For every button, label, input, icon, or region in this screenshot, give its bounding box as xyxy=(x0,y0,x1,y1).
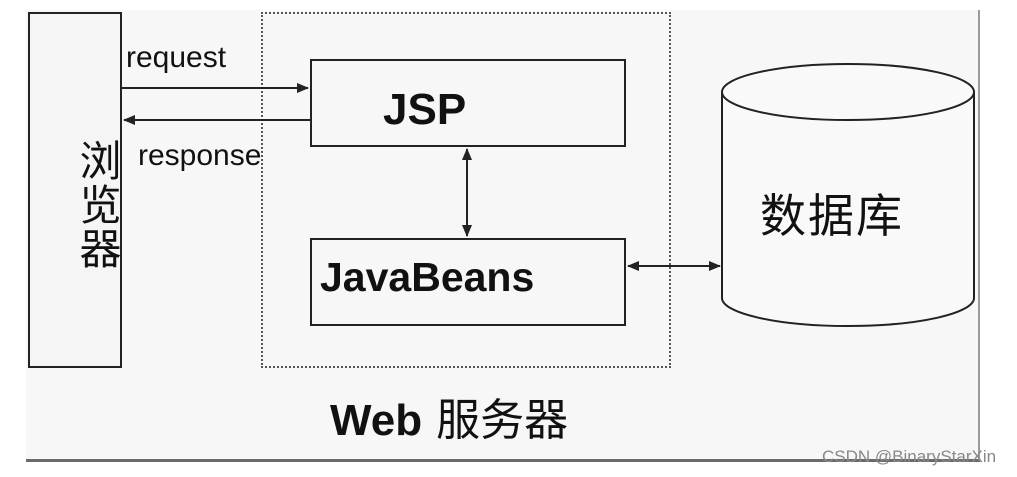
jsp-label: JSP xyxy=(383,85,467,134)
javabeans-label: JavaBeans xyxy=(320,254,535,300)
browser-node xyxy=(28,12,122,368)
javabeans-node xyxy=(310,238,626,326)
browser-label: 浏览器 xyxy=(73,139,122,271)
jsp-node xyxy=(310,59,626,147)
web-server-label-latin: Web xyxy=(330,396,423,445)
web-server-label-cjk: 服务器 xyxy=(436,395,569,446)
web-server-container xyxy=(261,12,671,368)
database-node xyxy=(721,63,975,327)
response-edge-label: response xyxy=(138,139,262,172)
database-label: 数据库 xyxy=(760,189,904,243)
web-server-label: Web 服务器 xyxy=(330,394,568,448)
csdn-watermark: CSDN @BinaryStarXin xyxy=(822,447,997,466)
request-edge-label: request xyxy=(126,41,227,74)
